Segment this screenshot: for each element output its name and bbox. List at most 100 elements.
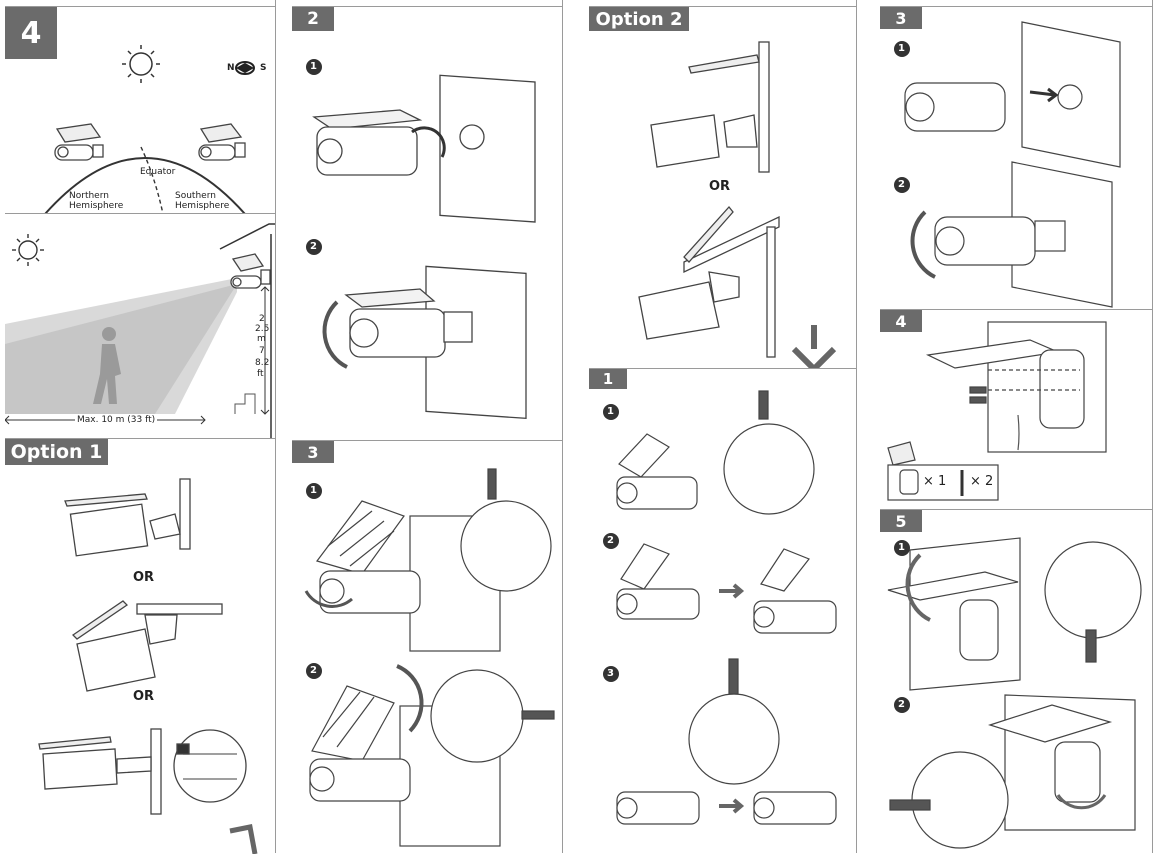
compass-n-label: N (227, 63, 235, 73)
step-5-2-number: 2 (898, 699, 905, 710)
panel-step-2: 2 1 2 (292, 6, 562, 441)
panel-step-1-remove: 1 (589, 368, 856, 854)
inverted-roof-mount (638, 205, 780, 358)
step-1-illustrations (603, 390, 837, 825)
camera-detach-illustration (904, 21, 1121, 168)
wall-mount-screws-illustration (887, 321, 1107, 501)
panel-step-3-camera: 3 1 2 (880, 6, 1152, 310)
step-tab-3: 3 (292, 441, 334, 463)
step-5-1-number: 1 (898, 542, 905, 553)
step-2-1-badge (306, 59, 322, 75)
screw-loosen-illustration (616, 390, 815, 515)
step-3c-1-badge (894, 41, 910, 57)
pole-mount-camera (38, 728, 247, 815)
camera-right-icon (198, 123, 246, 161)
step-3-2-number: 2 (310, 665, 317, 676)
panel-option-2: Option 2 OR (589, 6, 856, 369)
panel-option-1: Option 1 (5, 438, 275, 854)
height-unit-m: m (257, 334, 266, 344)
step-1-2-badge (603, 533, 619, 549)
panel-install-height: 2 2.5 m 7 8.2 ft Max. 10 m (33 ft) (5, 213, 275, 439)
screw-secure-illustration (889, 694, 1136, 849)
northern-label: Northern (69, 191, 109, 201)
max-distance-label: Max. 10 m (33 ft) (75, 415, 158, 426)
height-illustration (5, 223, 275, 439)
step-tab-2: 2 (292, 7, 334, 31)
or-label-2: OR (133, 689, 155, 704)
option-1-mount-illustrations (38, 478, 258, 854)
panel-remove-illustration (616, 543, 837, 634)
panel-step-3-panel-adjust: 3 (292, 440, 562, 854)
height-min-ft: 7 (259, 346, 265, 356)
or-label-option-2: OR (709, 179, 731, 194)
step-3c-2-badge (894, 177, 910, 193)
panel-orientation: 4 (5, 6, 275, 214)
column-1: 4 (5, 0, 276, 854)
height-min-m: 2 (259, 314, 265, 324)
screw-tighten-illustration (616, 658, 837, 825)
panel-step-5-secure: 5 1 2 (880, 509, 1152, 854)
sun-icon (12, 234, 44, 266)
package-contents (887, 441, 999, 501)
equator-line (140, 146, 164, 214)
height-unit-ft: ft (257, 369, 264, 379)
column-2: 2 1 2 3 (292, 0, 563, 853)
hemisphere-illustration (44, 45, 255, 214)
step-tab-3-camera: 3 (880, 7, 922, 29)
step-3-illustrations (304, 468, 555, 847)
step-2-2-number: 2 (310, 241, 317, 252)
screw-quantity: × 2 (970, 474, 994, 489)
camera-left-icon (54, 123, 104, 161)
step-2-illustrations (306, 59, 536, 420)
height-max-m: 2.5 (255, 324, 270, 334)
continue-arrow-icon (791, 325, 837, 369)
wall-mount-camera (64, 478, 191, 557)
option-2-mount-illustrations (638, 41, 837, 369)
column-3: Option 2 OR 1 (589, 0, 857, 853)
equator-label: Equator (140, 167, 176, 177)
panel-tilt-illustration (887, 537, 1142, 691)
camera-swivel-illustration (910, 161, 1113, 308)
sun-icon (122, 45, 160, 83)
or-label-1: OR (133, 570, 155, 585)
northern-hemisphere-label: Hemisphere (69, 201, 124, 211)
camera-attach-illustration (312, 74, 536, 223)
camera-rotate-illustrations (894, 21, 1121, 308)
step-1-2-number: 2 (607, 535, 614, 546)
step-1-3-badge (603, 666, 619, 682)
solar-panel-tilt-illustration (309, 664, 555, 847)
step-3-1-badge (306, 483, 322, 499)
compass-icon (235, 61, 255, 75)
step-tab-4: 4 (5, 7, 57, 59)
step-tab-4-wall: 4 (880, 310, 922, 332)
step-1-1-number: 1 (607, 406, 614, 417)
globe-arc (44, 157, 246, 214)
step-1-3-number: 3 (607, 668, 614, 679)
option-2-tab: Option 2 (589, 7, 689, 31)
column-4: 3 1 2 4 (880, 0, 1153, 853)
inverted-wall-mount (650, 41, 770, 173)
step-5-2-badge (894, 697, 910, 713)
continue-arrow-icon (229, 824, 258, 854)
compass-s-label: S (260, 63, 267, 73)
roof-line (219, 223, 275, 250)
camera-wall-icon (230, 253, 271, 289)
step-3c-1-number: 1 (898, 43, 905, 54)
height-max-ft: 8.2 (255, 358, 270, 368)
step-3c-2-number: 2 (898, 179, 905, 190)
step-1-1-badge (603, 404, 619, 420)
step-tab-5: 5 (880, 510, 922, 532)
step-3-2-badge (306, 663, 322, 679)
option-1-tab: Option 1 (5, 439, 108, 465)
step-tab-1: 1 (589, 369, 627, 389)
secure-panel-illustrations (887, 537, 1142, 849)
person-silhouette (93, 327, 121, 404)
step-2-2-badge (306, 239, 322, 255)
step-5-1-badge (894, 540, 910, 556)
solar-panel-screw-illustration (304, 468, 552, 652)
panel-step-4-wall: 4 × 1 × 2 (880, 309, 1152, 510)
southern-label: Southern (175, 191, 216, 201)
bracket-quantity: × 1 (923, 474, 947, 489)
camera-rotate-illustration (322, 265, 527, 420)
ceiling-mount-camera (71, 600, 223, 692)
